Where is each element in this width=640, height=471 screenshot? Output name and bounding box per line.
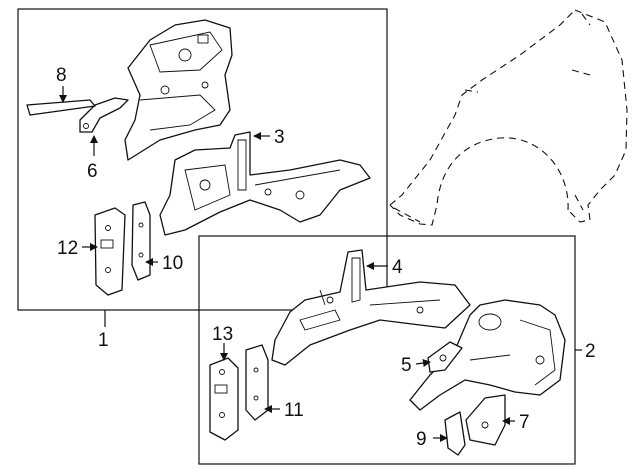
fender-outline [389, 9, 628, 226]
callout-1: 1 [98, 330, 109, 351]
panel-11 [245, 344, 269, 421]
bracket-7 [465, 394, 506, 446]
callout-5: 5 [401, 355, 412, 376]
group-box-1 [17, 8, 388, 311]
panel-12 [94, 207, 126, 296]
panel-10 [131, 201, 151, 281]
callout-3: 3 [274, 127, 285, 148]
frame-rail-group-1 [159, 131, 371, 236]
callout-9: 9 [416, 429, 427, 450]
panel-13 [209, 357, 239, 441]
strip-8 [26, 99, 96, 116]
callout-8: 8 [56, 65, 67, 86]
bracket-9 [444, 411, 466, 456]
frame-rail-group-2 [271, 249, 471, 366]
callout-7: 7 [519, 412, 530, 433]
callout-11: 11 [284, 400, 304, 421]
apron-panel-lower [409, 299, 566, 411]
callout-6: 6 [87, 161, 98, 182]
leader-5 [415, 359, 431, 367]
callout-10: 10 [162, 253, 183, 274]
callout-13: 13 [212, 324, 233, 345]
callout-12: 12 [57, 238, 78, 259]
callout-4: 4 [392, 257, 403, 278]
bracket-6 [79, 97, 129, 133]
gasket-5 [427, 341, 463, 373]
apron-panel-upper [124, 19, 233, 161]
callout-2: 2 [585, 341, 596, 362]
